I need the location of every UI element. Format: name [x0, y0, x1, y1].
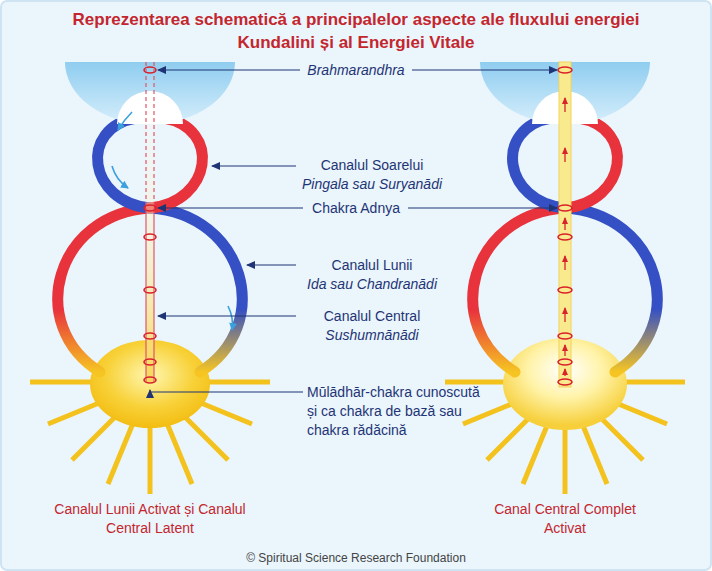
part-label: Ida sau Chandranādi [287, 275, 457, 294]
part-label: Mūlādhār-chakra cunoscută și ca chakra d… [307, 383, 487, 440]
part-label: Canalul Lunii [297, 256, 447, 275]
diagram-title: Reprezentarea schematică a principalelor… [36, 8, 676, 54]
part-label: Chakra Adnya [304, 199, 409, 218]
part-label: Canalul Central [297, 307, 447, 326]
figure-caption: Canal Central Complet Activat [475, 500, 655, 538]
chakra-rings [558, 67, 572, 385]
part-label: Sushumnānādi [297, 326, 447, 345]
part-label: Canalul Soarelui [297, 156, 447, 175]
leader-lines [150, 70, 557, 392]
figure-caption: Canalul Lunii Activat și Canalul Central… [50, 500, 250, 538]
flow-arrows [112, 112, 233, 330]
upward-flow-arrows [564, 98, 565, 376]
chakra-rings [144, 67, 156, 383]
copyright-watermark: © Spiritual Science Research Foundation [206, 550, 506, 566]
part-label: Brahmarandhra [301, 61, 411, 80]
part-label: Pingala sau Suryanādi [287, 175, 457, 194]
central-channel [559, 62, 571, 387]
